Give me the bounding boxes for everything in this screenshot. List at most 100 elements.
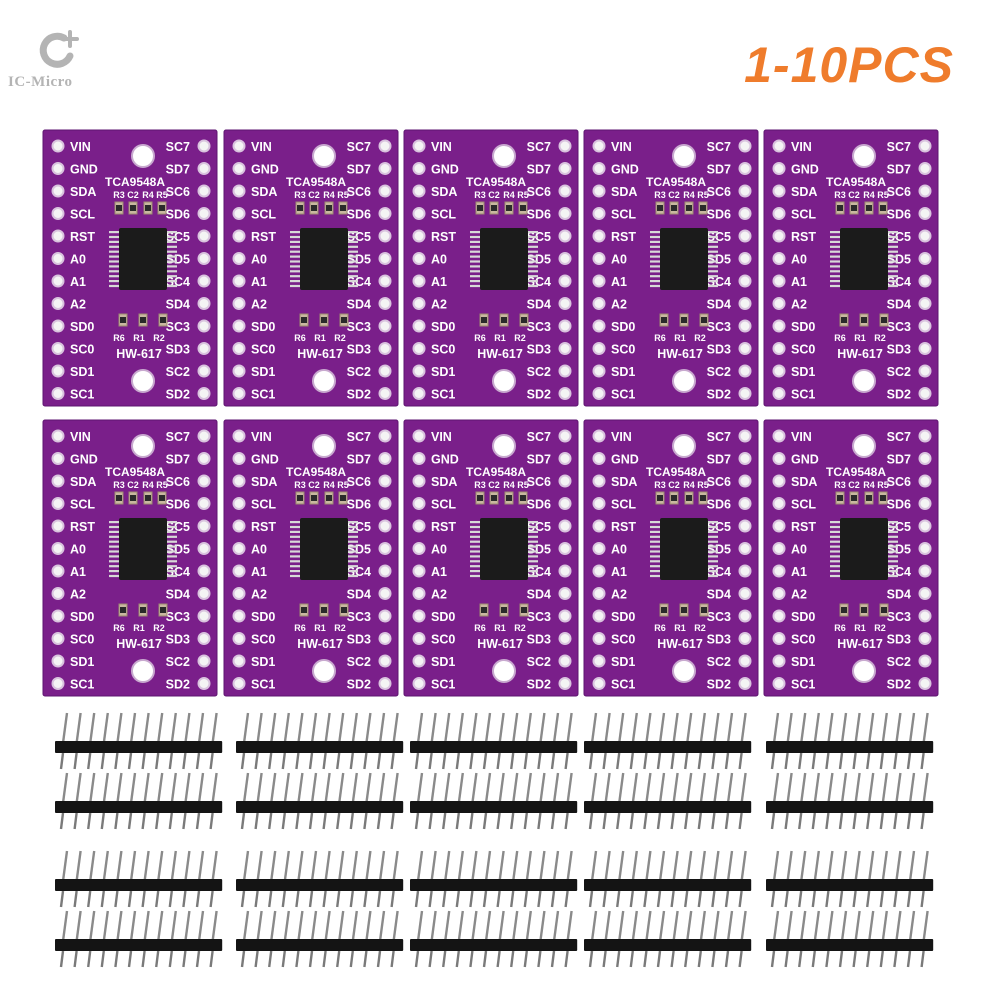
ic-lead xyxy=(290,540,300,543)
ic-lead xyxy=(528,284,538,288)
ic-lead xyxy=(528,245,538,248)
pin-label-right: SD2 xyxy=(887,678,911,692)
solder-pad xyxy=(232,387,246,400)
ic-lead xyxy=(888,240,898,243)
header-pin xyxy=(100,812,105,830)
solder-pad xyxy=(378,542,392,555)
header-pin xyxy=(336,950,341,968)
header-pin xyxy=(89,772,96,804)
header-pin xyxy=(893,950,898,968)
component-label: C2 xyxy=(668,480,680,490)
pin-label-right: SD2 xyxy=(347,388,371,402)
chip-name: TCA9548A xyxy=(646,175,706,189)
smd-part-body xyxy=(681,317,687,323)
ic-lead xyxy=(167,565,177,568)
solder-pad xyxy=(558,184,572,198)
pin-label-right: SD3 xyxy=(347,633,371,647)
solder-pad xyxy=(232,207,246,220)
ic-package xyxy=(840,518,888,580)
header-pin xyxy=(772,850,780,882)
header-housing xyxy=(584,879,752,891)
header-pin xyxy=(256,772,263,804)
header-pin xyxy=(672,712,679,744)
header-pin xyxy=(643,752,648,770)
header-pin xyxy=(336,812,341,830)
header-pin xyxy=(270,910,277,942)
header-pin xyxy=(800,850,807,882)
solder-pad xyxy=(772,519,786,533)
ic-lead xyxy=(708,570,718,573)
ic-lead xyxy=(167,530,177,533)
pin-label-left: SD0 xyxy=(251,610,275,624)
mounting-hole xyxy=(672,659,696,683)
pin-label-left: VIN xyxy=(791,430,812,444)
header-pin xyxy=(61,712,69,744)
header-pin xyxy=(895,712,902,744)
header-pin xyxy=(920,812,925,830)
pin-label-left: SCL xyxy=(70,208,95,222)
solder-pad xyxy=(592,452,606,465)
ic-lead xyxy=(650,280,660,283)
breakout-board: VINGNDSDASCLRSTA0A1A2SD0SC0SD1SC1SC7SD7S… xyxy=(583,419,759,697)
pin-label-left: SC0 xyxy=(70,633,94,647)
ic-lead xyxy=(650,255,660,258)
header-pin xyxy=(699,712,706,744)
ic-lead xyxy=(109,255,119,258)
header-pin xyxy=(61,910,69,942)
smd-part-body xyxy=(700,495,706,501)
header-pin xyxy=(416,712,424,744)
ic-lead xyxy=(888,560,898,563)
header-pin xyxy=(866,752,871,770)
smd-part-body xyxy=(880,495,886,501)
ic-lead xyxy=(109,560,119,563)
header-pin xyxy=(363,950,368,968)
header-pin xyxy=(564,890,569,908)
ic-lead xyxy=(650,521,660,524)
ic-lead xyxy=(528,280,538,283)
ic-lead xyxy=(470,545,480,548)
ic-lead xyxy=(528,240,538,243)
header-pin xyxy=(643,890,648,908)
ic-lead xyxy=(470,231,480,234)
header-pin xyxy=(324,712,331,744)
ic-lead xyxy=(830,570,840,573)
header-pin xyxy=(182,752,187,770)
header-pin xyxy=(127,890,133,908)
ic-lead xyxy=(650,535,660,538)
header-pin xyxy=(629,890,634,908)
ic-lead xyxy=(109,270,119,273)
pin-label-right: SC3 xyxy=(527,610,551,624)
quantity-headline: 1-10PCS xyxy=(744,37,954,93)
header-pin xyxy=(283,712,290,744)
header-pin xyxy=(184,772,191,804)
header-pin xyxy=(127,752,133,770)
header-pin xyxy=(684,812,689,830)
smd-part-body xyxy=(321,317,327,323)
header-pin xyxy=(89,850,96,882)
header-pin xyxy=(798,950,803,968)
header-pin xyxy=(686,712,693,744)
header-pin xyxy=(363,812,368,830)
component-label: R3 xyxy=(294,190,306,200)
ic-lead xyxy=(708,275,718,278)
solder-pad xyxy=(378,184,392,198)
solder-pad xyxy=(558,364,572,378)
pin-label-left: A2 xyxy=(611,298,627,312)
solder-pad xyxy=(772,564,786,578)
solder-pad xyxy=(51,342,65,355)
header-pin xyxy=(699,910,706,942)
ic-lead xyxy=(650,235,660,239)
solder-pad xyxy=(51,452,65,465)
header-pin xyxy=(365,712,372,744)
ic-lead xyxy=(470,530,480,533)
header-pin xyxy=(726,712,734,744)
brand-name: IC-Micro xyxy=(8,74,73,90)
header-pin xyxy=(242,850,250,882)
pin-label-right: SD2 xyxy=(707,388,731,402)
header-pin xyxy=(740,850,747,882)
chip-name: TCA9548A xyxy=(105,175,165,189)
header-pin xyxy=(127,950,133,968)
chip-name: TCA9548A xyxy=(286,465,346,479)
component-label: R6 xyxy=(294,333,306,343)
header-pin xyxy=(726,850,734,882)
